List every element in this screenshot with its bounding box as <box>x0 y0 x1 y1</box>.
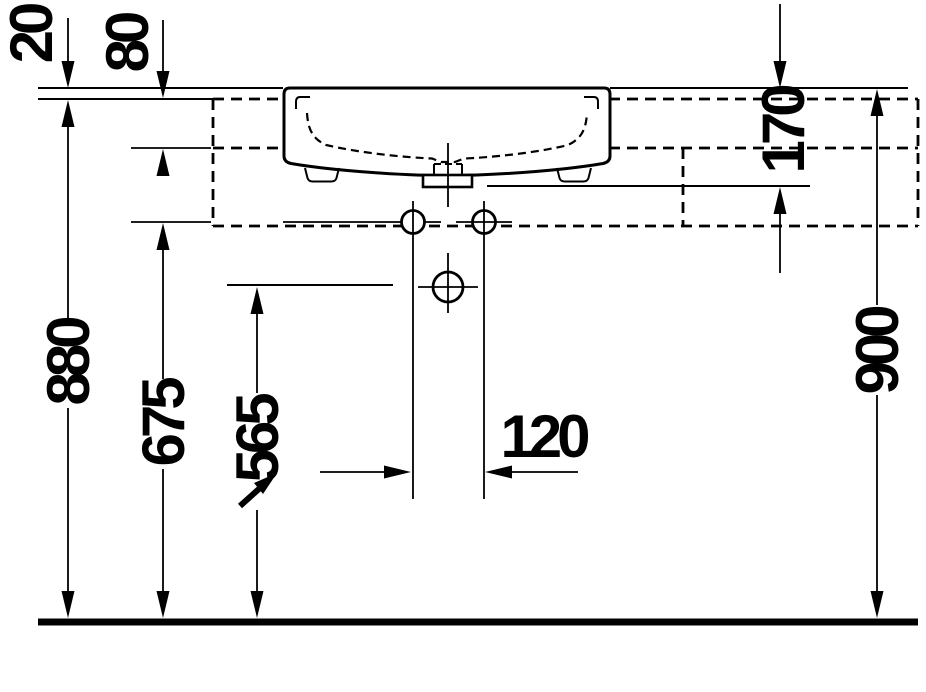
dimension-565: 565 <box>224 287 291 618</box>
dimension-675: 675 <box>130 223 197 618</box>
arrowhead-up <box>61 100 75 127</box>
arrowhead-right <box>384 465 411 479</box>
arrowhead-down <box>156 71 170 98</box>
dimension-120: 120 <box>320 403 593 479</box>
arrowhead-up <box>250 287 264 314</box>
outlet-direction-arrowhead <box>254 473 277 494</box>
inner-rim-corner-right <box>584 96 599 109</box>
dim-80-label: 80 <box>94 13 161 72</box>
arrowhead-down <box>250 591 264 618</box>
arrowhead-down <box>870 591 884 618</box>
arrowhead-left <box>485 465 512 479</box>
arrowhead-down <box>61 61 75 88</box>
arrowhead-down <box>61 591 75 618</box>
inner-rim-corner-left <box>295 96 310 109</box>
arrowhead-down <box>773 61 787 88</box>
fixing-holes <box>400 201 512 499</box>
arrowhead-up <box>156 149 170 176</box>
dimension-80: 80 <box>94 13 170 176</box>
dimension-170: 170 <box>750 4 817 273</box>
outlet-direction-arrow-shaft <box>237 485 263 509</box>
dim-675-label: 675 <box>130 378 197 467</box>
arrowhead-down <box>156 591 170 618</box>
mounting-foot-right <box>556 167 592 183</box>
dimension-880: 880 <box>35 100 102 618</box>
dim-120-label: 120 <box>500 403 588 470</box>
dim-900-label: 900 <box>844 307 911 395</box>
mounting-foot-left <box>304 167 340 183</box>
dimension-900: 900 <box>844 89 911 618</box>
arrowhead-up <box>870 89 884 116</box>
washbasin-front-outline <box>282 86 612 207</box>
dim-170-label: 170 <box>750 86 817 174</box>
dim-880-label: 880 <box>35 318 102 406</box>
dim-20-label: 20 <box>0 4 65 63</box>
dim-565-label: 565 <box>224 394 291 483</box>
arrowhead-up <box>156 223 170 250</box>
arrowhead-up <box>773 187 787 214</box>
siphon-outlet <box>418 253 478 313</box>
dimension-20: 20 <box>0 4 75 88</box>
